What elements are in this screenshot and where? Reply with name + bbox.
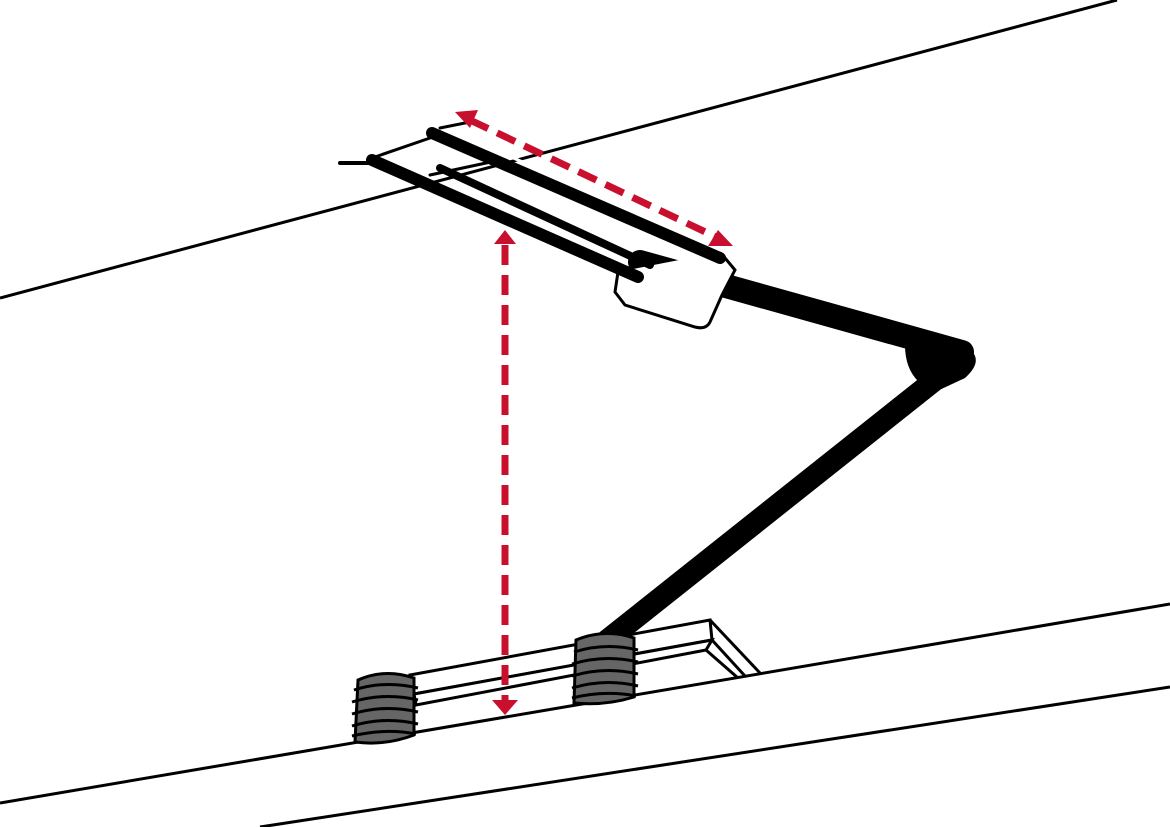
roof-edge-lower [259, 685, 1170, 827]
width-dimension-arrow [455, 110, 733, 246]
height-dimension-arrow [492, 230, 518, 715]
contact-wire [0, 0, 1118, 300]
insulator-right [571, 632, 639, 706]
insulator-left [351, 672, 419, 745]
head-support [613, 251, 737, 330]
elbow-joint [905, 338, 976, 392]
pan-head [338, 120, 727, 283]
lower-arm [594, 357, 961, 653]
